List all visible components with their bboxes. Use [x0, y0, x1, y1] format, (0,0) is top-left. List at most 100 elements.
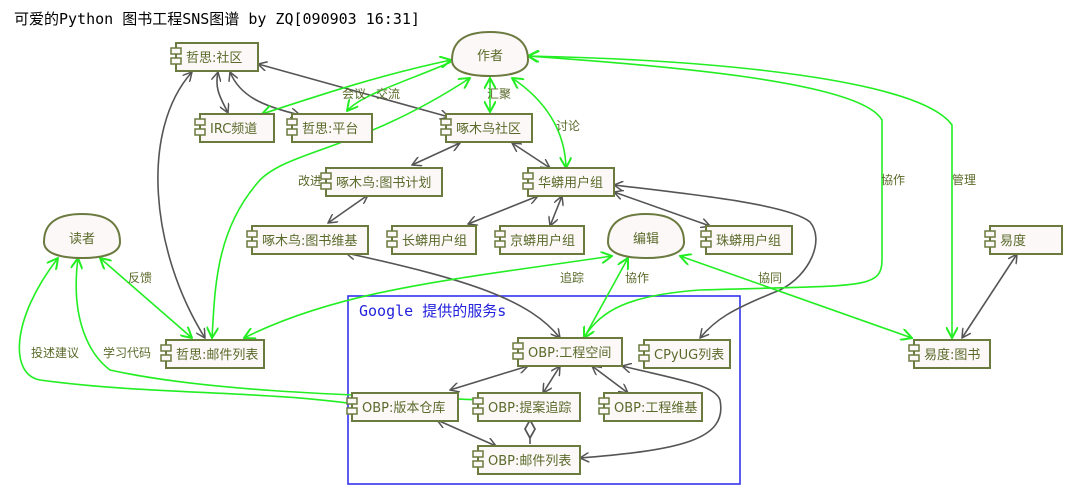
component-label: OBP:工程维基	[614, 401, 697, 416]
component-label: 京蟒用户组	[510, 233, 575, 249]
component-zeuux-mailing-list[interactable]: 哲思:邮件列表	[160, 339, 265, 369]
edge-author-yidubook	[528, 56, 952, 338]
label-meeting: 会议	[342, 87, 366, 101]
label-cooperate: 協同	[758, 270, 782, 285]
component-jingmang-group[interactable]: 京蟒用户组	[494, 225, 585, 255]
component-label: IRC频道	[210, 122, 257, 137]
component-woodpecker-book-wiki[interactable]: 啄木鸟:图书维基	[246, 225, 369, 255]
component-label: 啄木鸟:图书维基	[262, 233, 357, 249]
relation-labels: 会议 交流 汇聚 讨论 改进 協作 管理 反馈 追踪 協作 協同 投述建议 学习…	[31, 86, 976, 360]
component-icon	[494, 230, 506, 248]
edge-workspace-repo	[450, 366, 528, 390]
component-icon	[170, 47, 182, 65]
component-zeuux-community[interactable]: 哲思:社区	[170, 42, 259, 72]
component-huamang-group[interactable]: 华蟒用户组	[522, 167, 615, 197]
component-icon	[440, 118, 452, 136]
component-cpyug-list[interactable]: CPyUG列表	[638, 339, 731, 369]
component-icon	[194, 118, 206, 136]
component-changmang-group[interactable]: 长蟒用户组	[386, 225, 477, 255]
edge-editor-yidubook	[680, 256, 912, 338]
component-label: OBP:邮件列表	[488, 454, 571, 469]
component-icon	[512, 342, 524, 360]
label-learn-code: 学习代码	[103, 345, 151, 360]
component-label: 哲思:邮件列表	[176, 348, 258, 363]
component-obp-workspace[interactable]: OBP:工程空间	[512, 337, 623, 367]
component-label: OBP:版本仓库	[362, 400, 445, 416]
label-manage: 管理	[952, 172, 976, 187]
edge-community-irc	[217, 72, 228, 113]
component-label: 长蟒用户组	[402, 233, 467, 249]
label-gather: 汇聚	[487, 87, 511, 101]
edge-community-platform	[230, 72, 300, 115]
label-feedback: 反馈	[128, 271, 152, 285]
label-track: 追踪	[560, 270, 584, 285]
component-zeuux-platform[interactable]: 哲思:平台	[286, 113, 373, 143]
component-label: 啄木鸟:图书计划	[336, 175, 431, 191]
actor-author[interactable]: 作者	[450, 30, 530, 78]
edge-huamang-cpyug	[614, 185, 817, 338]
edge-author-mailinglist	[212, 78, 470, 338]
edge-workspace-obpmail	[580, 366, 722, 458]
label-suggest: 投述建议	[31, 345, 79, 360]
component-obp-issue-tracker[interactable]: OBP:提案追踪	[472, 392, 581, 422]
component-label: 华蟒用户组	[538, 175, 603, 191]
edge-bookplan-bookwiki	[328, 195, 368, 223]
component-yidu-book[interactable]: 易度:图书	[908, 339, 991, 369]
actor-reader-label: 读者	[69, 232, 95, 247]
edge-workspace-wiki	[592, 366, 628, 393]
edge-yidu-yidubook	[962, 254, 1017, 338]
label-discuss: 讨论	[556, 119, 580, 133]
component-zhumang-group[interactable]: 珠蟒用户组	[700, 225, 793, 255]
component-yidu[interactable]: 易度	[984, 225, 1063, 255]
component-icon	[472, 450, 484, 468]
edge-woodpecker-huamang	[512, 143, 550, 168]
edge-community-mailinglist	[157, 72, 205, 338]
component-icon	[286, 118, 298, 136]
edge-repo-obpmail	[437, 420, 496, 446]
edge-huamang-jingmang	[550, 196, 562, 226]
component-label: 哲思:社区	[186, 50, 242, 66]
component-label: 珠蟒用户组	[716, 233, 781, 249]
component-icon	[346, 397, 358, 415]
component-label: 啄木鸟社区	[456, 121, 521, 137]
label-improve: 改进	[298, 174, 322, 188]
component-icon	[598, 397, 610, 415]
actor-author-label: 作者	[477, 49, 503, 64]
component-obp-mailing-list[interactable]: OBP:邮件列表	[472, 445, 581, 475]
component-label: OBP:工程空间	[528, 346, 611, 361]
relations-green	[18, 56, 952, 406]
component-icon	[246, 230, 258, 248]
component-icon	[638, 344, 650, 362]
component-label: 易度	[1000, 233, 1026, 249]
edge-reader-mailinglist	[100, 258, 192, 338]
component-icon	[700, 230, 712, 248]
diagram-title: 可爱的Python 图书工程SNS图谱 by ZQ[090903 16:31]	[14, 10, 420, 28]
edge-reader-repo	[18, 258, 363, 406]
component-icon	[472, 397, 484, 415]
actor-reader[interactable]: 读者	[42, 212, 122, 260]
component-obp-project-wiki[interactable]: OBP:工程维基	[598, 392, 703, 422]
actor-editor[interactable]: 编辑	[606, 212, 686, 260]
package-title: Google 提供的服务s	[359, 302, 506, 320]
edge-huamang-changmang	[468, 196, 538, 224]
component-obp-repo[interactable]: OBP:版本仓库	[346, 392, 459, 422]
edge-editor-mailinglist	[244, 256, 612, 338]
component-woodpecker-book-plan[interactable]: 啄木鸟:图书计划	[320, 167, 443, 197]
component-irc-channel[interactable]: IRC频道	[194, 113, 275, 143]
edge-woodpecker-bookplan	[412, 143, 460, 165]
label-collab-author: 協作	[881, 172, 905, 187]
component-icon	[386, 230, 398, 248]
component-icon	[320, 172, 332, 190]
label-exchange: 交流	[376, 86, 400, 101]
component-icon	[908, 344, 920, 362]
component-label: 哲思:平台	[302, 122, 358, 137]
component-label: CPyUG列表	[654, 348, 724, 363]
component-icon	[522, 172, 534, 190]
component-icon	[984, 230, 996, 248]
label-collab-editor: 協作	[625, 270, 649, 285]
edge-editor-workspace	[584, 258, 628, 338]
component-woodpecker-community[interactable]: 啄木鸟社区	[440, 113, 533, 143]
component-icon	[160, 344, 172, 362]
component-label: 易度:图书	[924, 347, 980, 363]
